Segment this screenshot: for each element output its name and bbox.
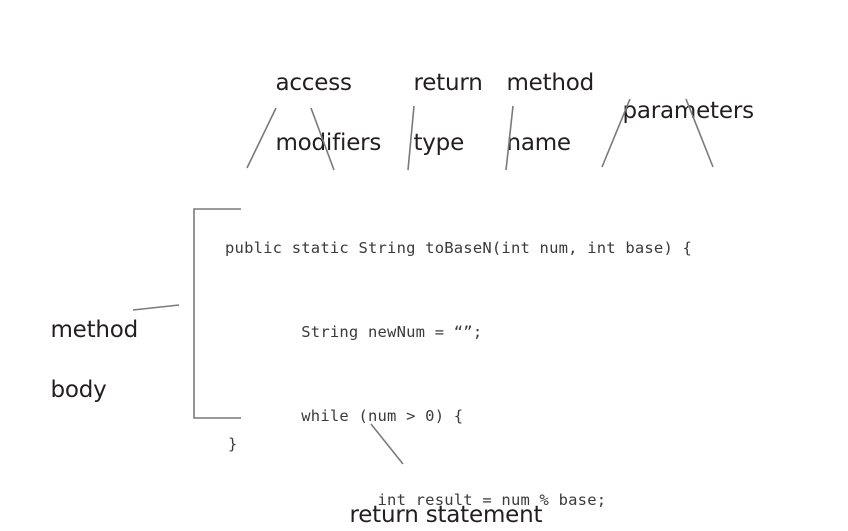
label-return-type: return type (385, 38, 483, 188)
label-parameters-line1: parameters (622, 98, 754, 124)
label-access-modifiers: access modifiers (247, 38, 381, 188)
label-access-modifiers-line2: modifiers (275, 130, 382, 156)
label-method-name: method name (478, 38, 594, 188)
label-parameters: parameters (594, 66, 754, 156)
label-return-statement-line1: return statement (349, 502, 543, 528)
label-method-body-line1: method (50, 317, 139, 343)
label-method-name-line1: method (506, 70, 595, 96)
leader-line-method-body (132, 304, 180, 311)
code-line-declare-newnum: String newNum = “”; (225, 323, 483, 341)
code-line-signature: public static String toBaseN(int num, in… (225, 239, 693, 257)
label-return-type-line1: return (413, 70, 483, 96)
code-line-while: while (num > 0) { (225, 407, 464, 425)
label-return-type-line2: type (413, 130, 465, 156)
code-line-int-result: int result = num % base; (225, 491, 607, 509)
label-method-name-line2: name (506, 130, 571, 156)
label-method-body-line2: body (50, 377, 107, 403)
label-return-statement: return statement (321, 470, 542, 531)
label-access-modifiers-line1: access (275, 70, 352, 96)
code-line-closing-brace: } (228, 435, 238, 453)
code-block: public static String toBaseN(int num, in… (225, 178, 692, 531)
label-method-body: method body (22, 285, 138, 435)
